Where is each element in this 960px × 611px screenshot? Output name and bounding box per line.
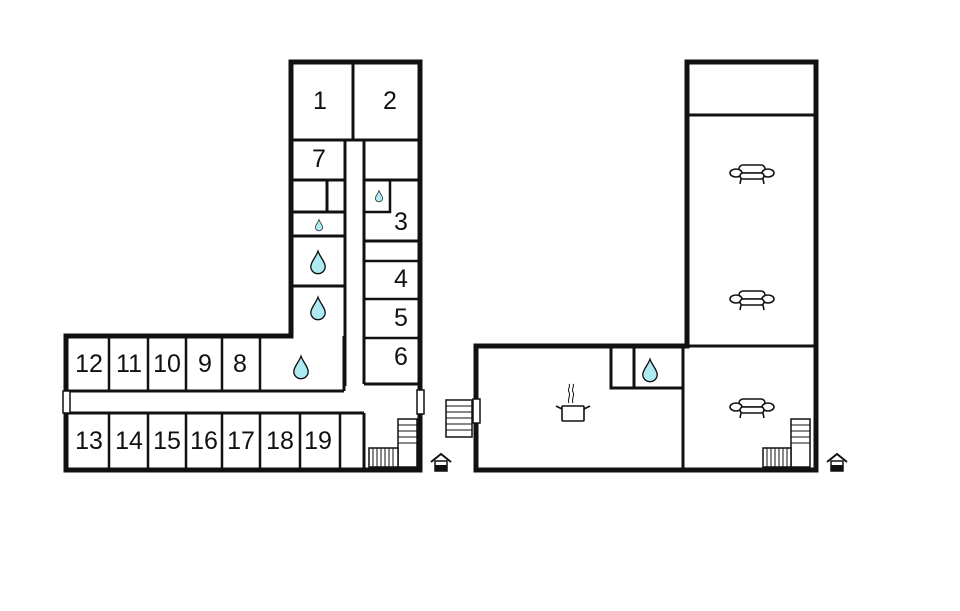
right-floor-plan [472, 59, 819, 473]
room-number-label: 19 [304, 427, 332, 455]
water-drop-icon [293, 355, 309, 380]
room-number-label: 15 [153, 427, 181, 455]
room-number-label: 5 [394, 304, 408, 332]
water-drop-icon [310, 250, 326, 275]
stairs-icon [762, 418, 811, 468]
door [62, 390, 71, 414]
room-number-label: 13 [75, 427, 103, 455]
sofa-icon [729, 164, 775, 185]
room-number-label: 2 [383, 87, 397, 115]
sofa-icon [729, 290, 775, 311]
room-number-label: 6 [394, 343, 408, 371]
room-number-label: 4 [394, 265, 408, 293]
room-number-label: 7 [312, 145, 326, 173]
water-drop-icon [375, 190, 383, 203]
door [472, 398, 481, 424]
room-number-label: 3 [394, 208, 408, 236]
outdoor-steps-icon [445, 399, 473, 438]
room-number-label: 16 [190, 427, 218, 455]
water-drop-icon [642, 358, 658, 383]
cooking-pot-icon [555, 383, 591, 422]
entrance-icon [430, 453, 452, 472]
left-floor-plan [62, 59, 425, 473]
room-number-label: 17 [227, 427, 255, 455]
room-number-label: 1 [313, 87, 327, 115]
water-drop-icon [315, 219, 323, 232]
room-number-label: 18 [266, 427, 294, 455]
water-drop-icon [310, 296, 326, 321]
room-number-label: 10 [153, 350, 181, 378]
room-number-label: 8 [233, 350, 247, 378]
room-number-label: 12 [75, 350, 103, 378]
room-number-label: 11 [116, 350, 142, 378]
door [416, 389, 425, 415]
entrance-icon [826, 453, 848, 472]
sofa-icon [729, 398, 775, 419]
stairs-icon [368, 418, 418, 468]
room-number-label: 14 [115, 427, 143, 455]
room-number-label: 9 [198, 350, 212, 378]
outer-wall [63, 59, 423, 473]
